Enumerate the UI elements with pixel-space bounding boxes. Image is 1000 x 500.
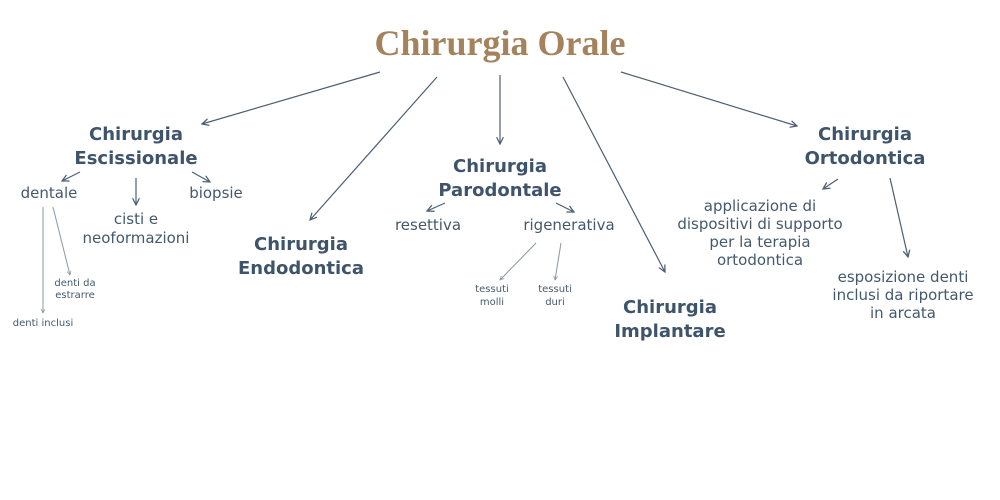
node-endodontica-line-2: Endodontica: [238, 258, 364, 279]
arrow-title-to-ortodontica: [620, 71, 797, 126]
node-implantare: Chirurgia Implantare: [614, 297, 725, 342]
leaf-biopsie: biopsie: [189, 184, 243, 202]
leaf-tessuti-duri-line-1: tessuti: [538, 284, 572, 295]
leaf-rigenerativa: rigenerativa: [523, 216, 614, 234]
arrow-dentale-to-denti-da-estrarre: [52, 206, 70, 275]
arrow-title-to-endodontica: [310, 76, 438, 220]
arrow-escissionale-to-biopsie: [191, 171, 210, 182]
node-parodontale-line-1: Chirurgia: [453, 156, 547, 177]
node-implantare-line-1: Chirurgia: [623, 297, 717, 318]
leaf-esposizione-line-3: in arcata: [870, 304, 936, 322]
node-endodontica: Chirurgia Endodontica: [238, 234, 364, 279]
leaf-esposizione: esposizione denti inclusi da riportare i…: [832, 268, 973, 322]
leaf-denti-da-estrarre-line-2: estrarre: [55, 290, 95, 301]
node-parodontale: Chirurgia Parodontale: [438, 156, 561, 201]
arrow-escissionale-to-dentale: [62, 171, 81, 181]
node-ortodontica-line-2: Ortodontica: [805, 148, 926, 169]
arrow-parodontale-to-resettiva: [427, 202, 446, 211]
diagram-title: Chirurgia Orale: [375, 23, 626, 63]
arrow-parodontale-to-rigenerativa: [555, 202, 574, 212]
node-escissionale-line-1: Chirurgia: [89, 124, 183, 145]
arrow-ortodontica-to-esposizione: [889, 177, 908, 257]
arrow-ortodontica-to-applicazione: [823, 178, 839, 189]
leaf-denti-inclusi: denti inclusi: [13, 318, 73, 329]
leaf-tessuti-molli-line-1: tessuti: [475, 284, 509, 295]
node-ortodontica: Chirurgia Ortodontica: [805, 124, 926, 169]
node-ortodontica-line-1: Chirurgia: [818, 124, 912, 145]
leaf-tessuti-molli-line-2: molli: [480, 297, 504, 308]
arrow-title-to-implantare: [562, 76, 665, 272]
leaf-tessuti-duri-line-2: duri: [545, 297, 565, 308]
leaf-applicazione-line-2: dispositivi di supporto: [677, 215, 842, 233]
leaf-resettiva: resettiva: [395, 216, 461, 234]
node-escissionale-line-2: Escissionale: [74, 148, 197, 169]
leaf-applicazione-line-1: applicazione di: [704, 197, 816, 215]
leaf-cisti-line-2: neoformazioni: [83, 229, 190, 247]
leaf-esposizione-line-1: esposizione denti: [838, 268, 969, 286]
leaf-cisti-line-1: cisti e: [114, 210, 158, 228]
arrow-title-to-escissionale: [202, 71, 381, 124]
node-escissionale: Chirurgia Escissionale: [74, 124, 197, 169]
leaf-esposizione-line-2: inclusi da riportare: [832, 286, 973, 304]
node-endodontica-line-1: Chirurgia: [254, 234, 348, 255]
leaf-applicazione: applicazione di dispositivi di supporto …: [677, 197, 842, 269]
node-implantare-line-2: Implantare: [614, 321, 725, 342]
leaf-dentale: dentale: [21, 184, 78, 202]
leaf-denti-da-estrarre-line-1: denti da: [54, 278, 95, 289]
node-parodontale-line-2: Parodontale: [438, 180, 561, 201]
arrow-rigenerativa-to-tessuti-molli: [500, 242, 537, 280]
arrow-rigenerativa-to-tessuti-duri: [555, 242, 562, 280]
leaf-applicazione-line-4: ortodontica: [717, 251, 803, 269]
leaf-applicazione-line-3: per la terapia: [709, 233, 810, 251]
